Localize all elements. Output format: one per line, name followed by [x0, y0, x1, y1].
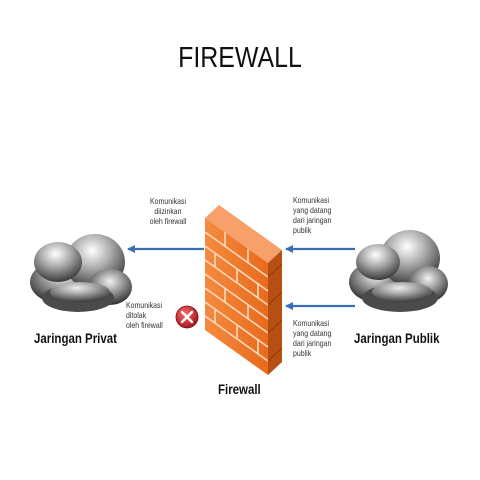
public-network-label: Jaringan Publik [354, 330, 440, 346]
incoming-top-label-line: yang datang [293, 205, 332, 215]
denied-flow-label: Komunikasi ditolak oleh firewall [126, 300, 163, 330]
incoming-top-flow-label: Komunikasi yang datang dari jaringan pub… [293, 195, 331, 235]
allowed-label-line: diizinkan [154, 206, 182, 216]
incoming-top-label-line: publik [293, 225, 312, 235]
allowed-label-line: oleh firewall [149, 216, 187, 226]
private-network-cloud-icon [30, 234, 132, 312]
denied-label-line: ditolak [126, 310, 147, 320]
denied-label-line: Komunikasi [126, 300, 163, 310]
incoming-bottom-flow-label: Komunikasi yang datang dari jaringan pub… [293, 318, 331, 358]
allowed-flow-label: Komunikasi diizinkan oleh firewall [135, 196, 201, 226]
allowed-label-line: Komunikasi [149, 196, 187, 206]
brick-lines [204, 231, 269, 362]
private-network-label: Jaringan Privat [34, 330, 117, 346]
public-network-cloud-icon [349, 230, 448, 312]
diagram-title: FIREWALL [178, 42, 302, 74]
deny-icon [175, 305, 199, 329]
denied-label-line: oleh firewall [126, 320, 163, 330]
incoming-top-label-line: Komunikasi [293, 195, 330, 205]
incoming-bottom-label-line: yang datang [293, 328, 332, 338]
incoming-bottom-label-line: publik [293, 348, 312, 358]
firewall-label: Firewall [218, 381, 261, 397]
firewall-wall-icon [204, 205, 283, 375]
incoming-bottom-label-line: dari jaringan [293, 338, 332, 348]
incoming-bottom-label-line: Komunikasi [293, 318, 330, 328]
incoming-top-label-line: dari jaringan [293, 215, 332, 225]
